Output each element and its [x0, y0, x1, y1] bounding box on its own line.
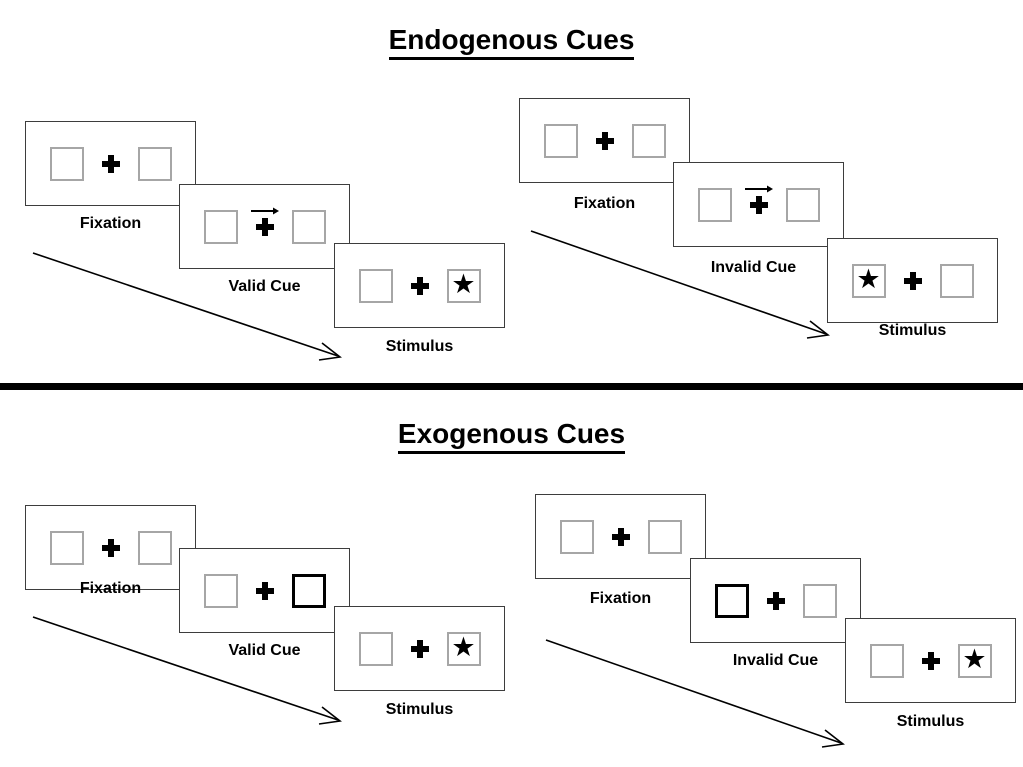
- fixation-cross-icon: [410, 639, 429, 658]
- frame-label-exogenous-invalid-cue: Invalid Cue: [732, 652, 819, 669]
- fixation-cross-wrap: [250, 206, 280, 247]
- fixation-cross-wrap: [98, 144, 124, 184]
- fixation-cross-wrap: [252, 571, 278, 611]
- box-left: [543, 123, 578, 158]
- box-left: [869, 643, 904, 678]
- fixation-cross-wrap: [763, 581, 789, 621]
- fixation-cross-icon: [766, 591, 785, 610]
- section-title-endogenous-text: Endogenous Cues: [388, 24, 635, 60]
- star-target-icon: ★: [451, 269, 476, 299]
- fixation-cross-icon: [749, 195, 768, 214]
- fixation-cross-icon: [101, 538, 120, 557]
- box-right-with-target: ★: [446, 631, 481, 666]
- section-title-endogenous: Endogenous Cues: [0, 24, 1023, 60]
- section-divider: [0, 383, 1023, 390]
- box-left: [49, 530, 84, 565]
- box-left: [559, 519, 594, 554]
- frame-label-endogenous-valid-fixation: Fixation: [79, 215, 142, 232]
- frame-endogenous-invalid-stimulus: ★: [827, 238, 998, 323]
- fixation-cross-icon: [921, 651, 940, 670]
- box-right: [137, 530, 172, 565]
- box-right-with-target: ★: [957, 643, 992, 678]
- frame-endogenous-invalid-cue: [673, 162, 844, 247]
- arrow-cue-right-icon: [744, 184, 774, 194]
- arrow-cue-right-icon: [250, 206, 280, 216]
- frame-label-exogenous-invalid-fixation: Fixation: [589, 590, 652, 607]
- star-target-icon: ★: [856, 264, 881, 294]
- frame-exogenous-valid-stimulus: ★: [334, 606, 505, 691]
- fixation-cross-icon: [255, 217, 274, 236]
- fixation-cross-icon: [611, 527, 630, 546]
- box-left: [49, 146, 84, 181]
- frame-endogenous-valid-stimulus: ★: [334, 243, 505, 328]
- star-target-icon: ★: [451, 632, 476, 662]
- box-right-cued: [291, 573, 326, 608]
- frame-label-endogenous-invalid-fixation: Fixation: [573, 195, 636, 212]
- frame-label-exogenous-valid-stimulus: Stimulus: [385, 701, 454, 718]
- frame-endogenous-invalid-fixation: [519, 98, 690, 183]
- fixation-cross-wrap: [407, 629, 433, 669]
- box-right: [785, 187, 820, 222]
- box-left: [203, 209, 238, 244]
- fixation-cross-icon: [410, 276, 429, 295]
- frame-endogenous-valid-cue: [179, 184, 350, 269]
- frame-label-exogenous-valid-cue: Valid Cue: [228, 642, 301, 659]
- box-right: [647, 519, 682, 554]
- box-right: [137, 146, 172, 181]
- frame-exogenous-invalid-cue: [690, 558, 861, 643]
- frame-label-endogenous-valid-cue: Valid Cue: [228, 278, 301, 295]
- box-left: [358, 631, 393, 666]
- frame-label-endogenous-valid-stimulus: Stimulus: [385, 338, 454, 355]
- frame-exogenous-valid-cue: [179, 548, 350, 633]
- fixation-cross-icon: [595, 131, 614, 150]
- fixation-cross-wrap: [98, 528, 124, 568]
- frame-exogenous-invalid-stimulus: ★: [845, 618, 1016, 703]
- frame-label-endogenous-invalid-cue: Invalid Cue: [710, 259, 797, 276]
- fixation-cross-wrap: [407, 266, 433, 306]
- fixation-cross-wrap: [592, 121, 618, 161]
- frame-exogenous-invalid-fixation: [535, 494, 706, 579]
- section-title-exogenous: Exogenous Cues: [0, 418, 1023, 454]
- box-left: [358, 268, 393, 303]
- frame-label-exogenous-invalid-stimulus: Stimulus: [896, 713, 965, 730]
- box-left: [203, 573, 238, 608]
- fixation-cross-icon: [255, 581, 274, 600]
- frame-exogenous-valid-fixation: [25, 505, 196, 590]
- frame-endogenous-valid-fixation: [25, 121, 196, 206]
- star-target-icon: ★: [962, 644, 987, 674]
- fixation-cross-icon: [903, 271, 922, 290]
- box-right-with-target: ★: [446, 268, 481, 303]
- fixation-cross-wrap: [918, 641, 944, 681]
- box-left: [697, 187, 732, 222]
- fixation-cross-wrap: [608, 517, 634, 557]
- box-right: [631, 123, 666, 158]
- box-left-cued: [714, 583, 749, 618]
- fixation-cross-icon: [101, 154, 120, 173]
- box-left-with-target: ★: [851, 263, 886, 298]
- fixation-cross-wrap: [744, 184, 774, 225]
- frame-label-endogenous-invalid-stimulus: Stimulus: [878, 322, 947, 339]
- box-right: [802, 583, 837, 618]
- frame-label-exogenous-valid-fixation: Fixation: [79, 580, 142, 597]
- section-title-exogenous-text: Exogenous Cues: [397, 418, 626, 454]
- box-right: [291, 209, 326, 244]
- box-right: [939, 263, 974, 298]
- fixation-cross-wrap: [900, 261, 926, 301]
